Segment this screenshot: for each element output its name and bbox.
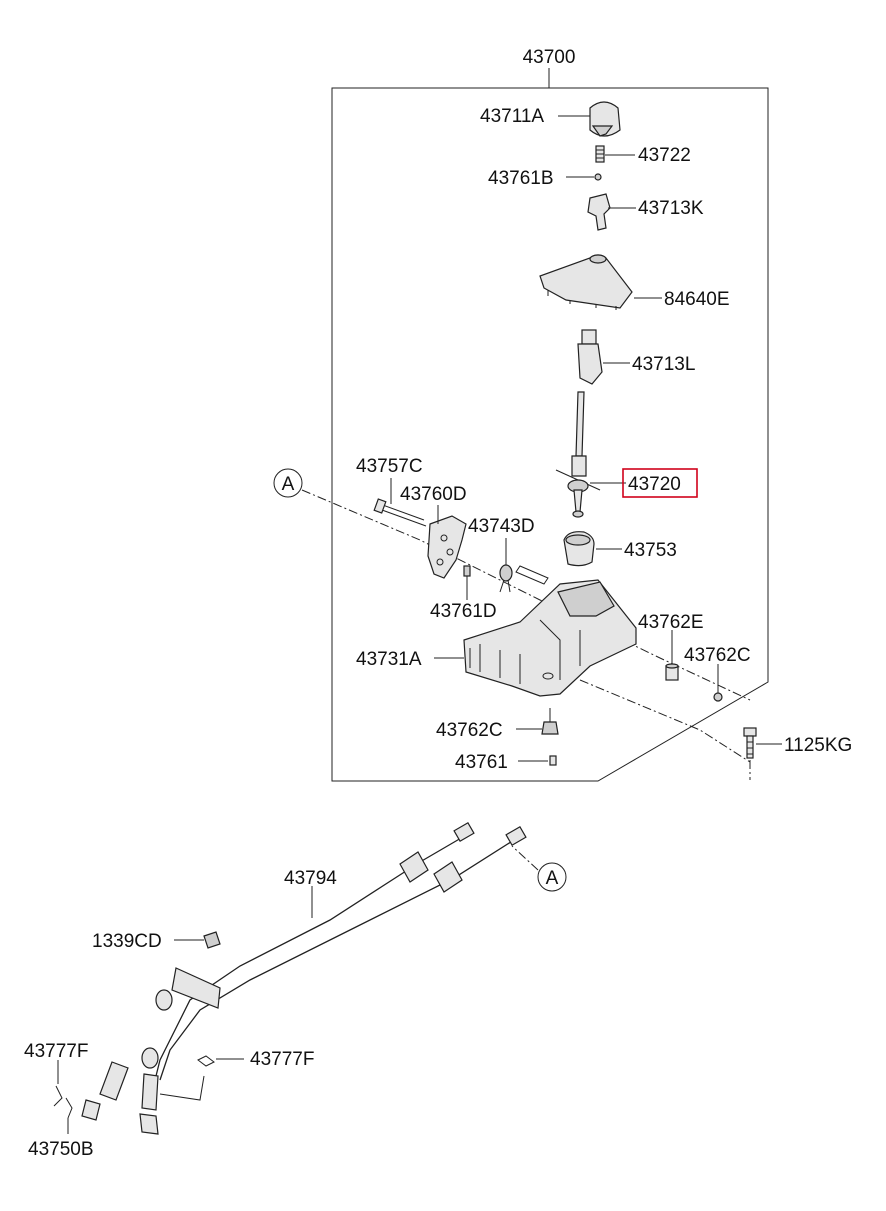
bushing-part [563, 531, 595, 567]
callout-43762E: 43762E [638, 612, 704, 633]
callout-84640E: 84640E [664, 289, 730, 310]
highlight-box [622, 468, 698, 498]
clip-left-part [53, 1085, 63, 1107]
callout-43720: 43720 [628, 474, 681, 495]
shift-boot-part [539, 254, 633, 310]
callout-43750B: 43750B [28, 1139, 94, 1160]
callout-43713L: 43713L [632, 354, 695, 375]
callout-43711A: 43711A [480, 106, 544, 127]
ref-marker-lower [537, 862, 567, 892]
shift-lever-part [555, 391, 601, 518]
shifter-base-part [463, 579, 637, 697]
callout-43713K: 43713K [638, 198, 704, 219]
callout-43761: 43761 [455, 752, 508, 773]
callout-43722: 43722 [638, 145, 691, 166]
ref-label-lower: A [546, 868, 559, 889]
assembly-number: 43700 [523, 47, 576, 68]
bushing-bottom-part [541, 708, 559, 735]
shift-knob-part [589, 101, 621, 137]
washer-part [65, 1097, 73, 1119]
callout-1125KG: 1125KG [784, 735, 852, 756]
callout-43762C-bottom: 43762C [436, 720, 503, 741]
callout-43777F-left: 43777F [24, 1041, 88, 1062]
callout-43761D: 43761D [430, 601, 497, 622]
callout-43753: 43753 [624, 540, 677, 561]
shift-cable-part [81, 821, 527, 1135]
clip-part [499, 564, 549, 593]
spacer-part [665, 663, 679, 681]
bracket-part [427, 515, 467, 579]
callout-43762C-right: 43762C [684, 645, 751, 666]
ref-marker-upper [273, 468, 303, 498]
callout-43794: 43794 [284, 868, 337, 889]
pin-d-part [463, 565, 471, 577]
pin-part [594, 173, 602, 181]
callout-43761B: 43761B [488, 168, 554, 189]
ref-dash-line-lower [511, 845, 539, 871]
clip-right-part [197, 1055, 215, 1067]
mounting-bolt-part [743, 727, 757, 759]
callout-43731A: 43731A [356, 649, 422, 670]
callout-1339CD: 1339CD [92, 931, 162, 952]
callout-43743D: 43743D [468, 516, 535, 537]
callout-43757C: 43757C [356, 456, 423, 477]
assembly-frame [331, 87, 769, 782]
ref-dash-line-upper [301, 489, 751, 701]
pin-bottom-part [549, 755, 557, 766]
spring-part [595, 145, 605, 163]
lever-sleeve-part [577, 329, 603, 385]
ref-dash-line-lower-frame [579, 679, 751, 763]
nut-right-part [713, 692, 723, 702]
callout-43760D: 43760D [400, 484, 467, 505]
knob-insert-part [587, 193, 611, 231]
callout-43777F-right: 43777F [250, 1049, 314, 1070]
bolt-part [373, 498, 427, 527]
ref-label-upper: A [282, 474, 295, 495]
